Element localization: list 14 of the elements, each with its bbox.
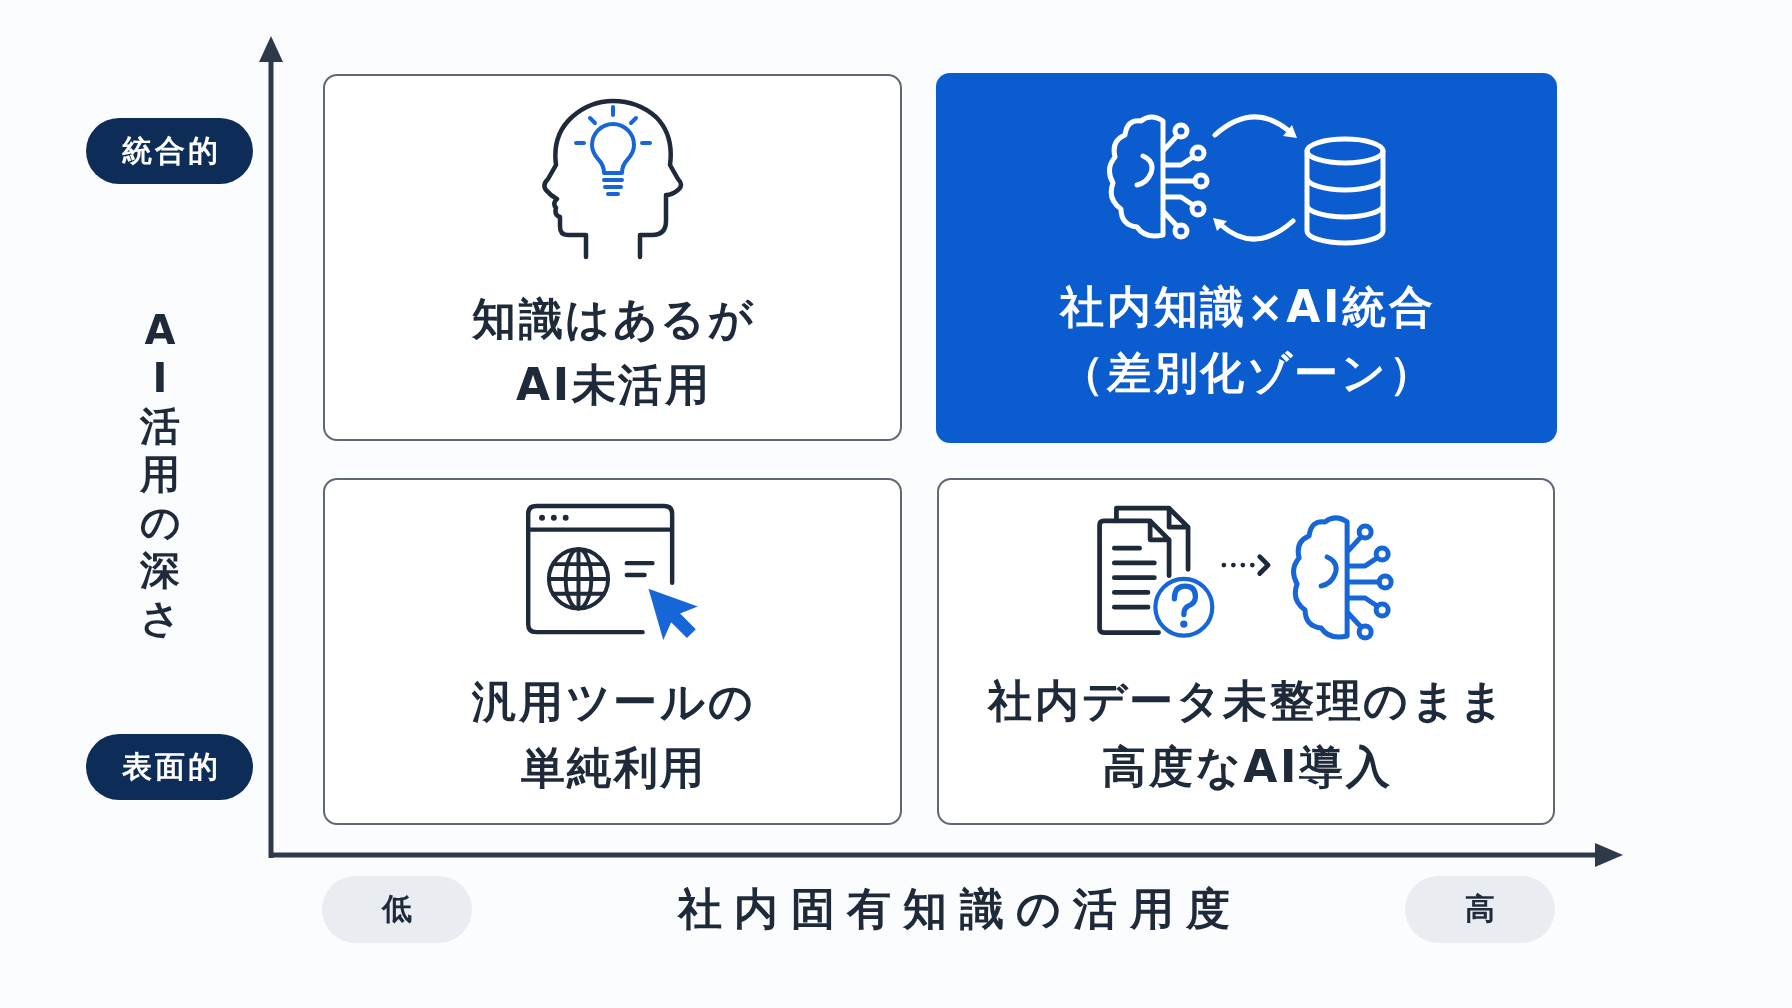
axis-level-tag: 低 — [322, 876, 472, 943]
quadrant-title: 社内データ未整理のまま高度なAI導入 — [986, 673, 1508, 794]
axis-title: 社内固有知識の活用度 — [676, 882, 1243, 936]
quadrant-card — [937, 478, 1555, 825]
axis-level-tag: 表面的 — [86, 734, 253, 800]
quadrant-title: 汎用ツールの単純利用 — [471, 674, 757, 795]
quadrant-title: 社内知識×AI統合（差別化ゾーン） — [1058, 279, 1437, 400]
axis-level-tag: 統合的 — [86, 118, 253, 184]
axis-title: AI活用の深さ — [140, 306, 180, 642]
axis-level-tag: 高 — [1405, 876, 1555, 943]
quadrant-card — [323, 478, 902, 825]
quadrant-card — [323, 74, 902, 441]
quadrant-title: 知識はあるがAI未活用 — [470, 292, 757, 412]
highlighted-quadrant-card — [936, 73, 1557, 443]
